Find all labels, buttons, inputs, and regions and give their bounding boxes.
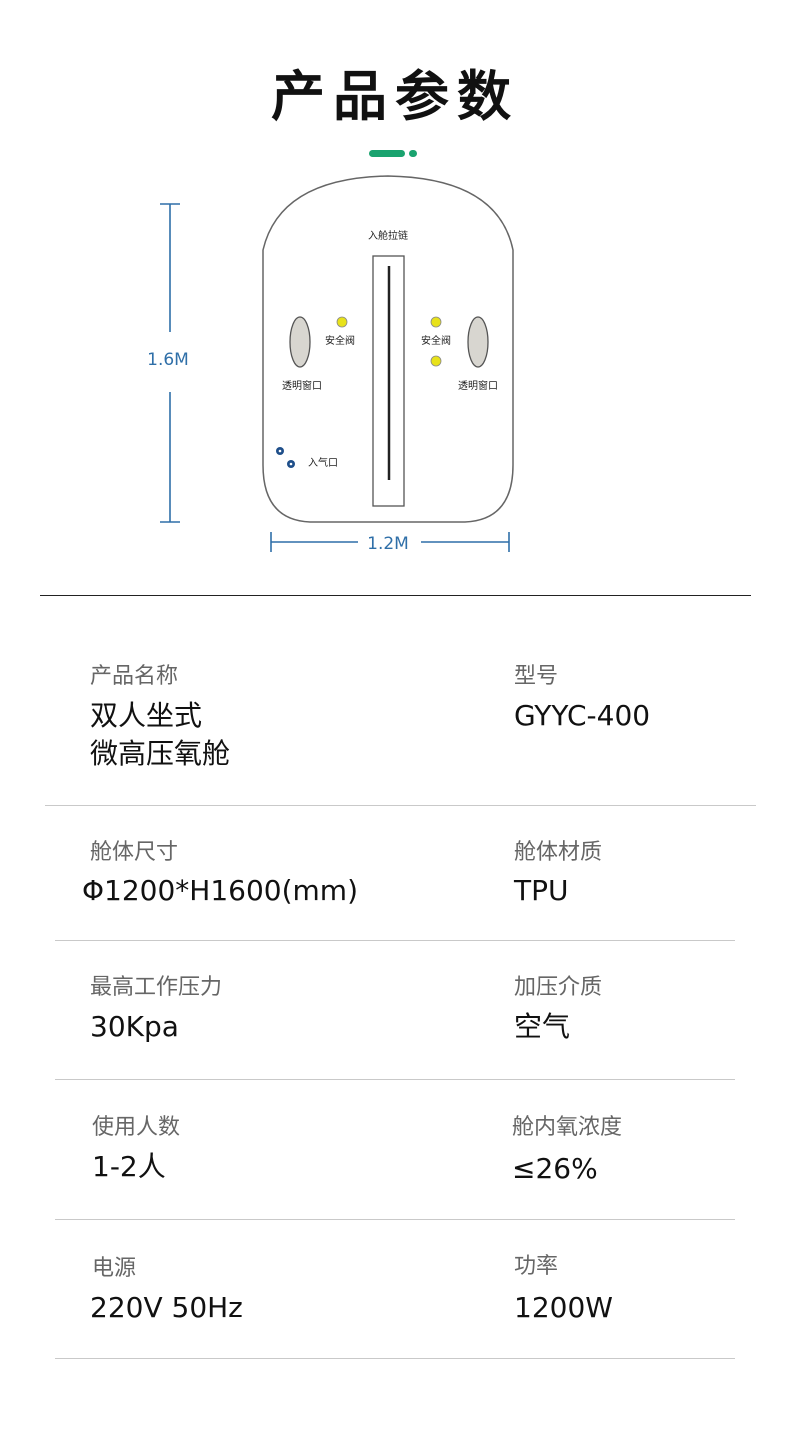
inlet-label: 入气口: [308, 456, 338, 469]
spec-value-oxygen: ≤26%: [512, 1152, 598, 1185]
spec-value-material: TPU: [514, 874, 569, 907]
spec-label-oxygen: 舱内氧浓度: [512, 1115, 623, 1140]
spec-value-power-supply: 220V 50Hz: [90, 1291, 243, 1324]
valve-right-label: 安全阀: [421, 334, 451, 347]
spec-label-users: 使用人数: [92, 1115, 181, 1140]
air-inlet-2-dot: [289, 462, 293, 466]
spec-value-product-name: 双人坐式 微高压氧舱: [90, 699, 231, 770]
row-divider: [55, 1079, 735, 1080]
spec-value-users: 1-2人: [92, 1150, 166, 1183]
height-label: 1.6M: [147, 350, 189, 370]
window-left-label: 透明窗口: [282, 379, 322, 392]
row-divider: [45, 805, 756, 806]
row-divider: [55, 1358, 735, 1359]
air-inlet-1-dot: [278, 449, 282, 453]
spec-value-medium: 空气: [514, 1010, 571, 1043]
spec-label-model: 型号: [514, 664, 559, 689]
row-divider: [55, 1219, 735, 1220]
spec-value-wattage: 1200W: [514, 1291, 613, 1324]
spec-value-model: GYYC-400: [514, 699, 651, 732]
safety-valve-right-bottom: [430, 355, 442, 367]
spec-label-product-name: 产品名称: [90, 664, 179, 689]
spec-label-material: 舱体材质: [514, 840, 603, 865]
spec-label-power-supply: 电源: [92, 1256, 137, 1281]
safety-valve-left: [336, 316, 348, 328]
valve-left-label: 安全阀: [325, 334, 355, 347]
window-right-label: 透明窗口: [458, 379, 498, 392]
window-left: [289, 316, 311, 368]
page-title: 产品参数: [271, 65, 519, 128]
spec-label-medium: 加压介质: [514, 975, 603, 1000]
row-divider: [55, 940, 735, 941]
spec-label-size: 舱体尺寸: [90, 840, 179, 865]
safety-valve-right-top: [430, 316, 442, 328]
section-divider: [40, 595, 751, 596]
zipper-label: 入舱拉链: [368, 229, 408, 242]
spec-label-pressure: 最高工作压力: [90, 975, 223, 1000]
spec-label-wattage: 功率: [514, 1254, 559, 1279]
chamber-diagram: 入舱拉链 透明窗口 透明窗口 安全阀 安全阀 入气口 1.6M 1.2M: [147, 175, 514, 554]
title-accent-bar: [369, 150, 405, 157]
window-right: [467, 316, 489, 368]
width-label: 1.2M: [367, 534, 409, 554]
title-accent-dot: [409, 150, 417, 157]
spec-value-size: Φ1200*H1600(mm): [82, 874, 359, 907]
spec-value-pressure: 30Kpa: [90, 1010, 179, 1043]
